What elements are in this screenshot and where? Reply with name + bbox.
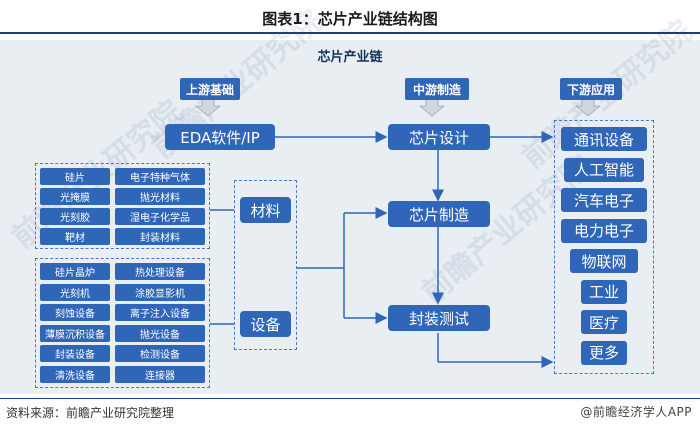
equipment-item: 光刻机 [40, 283, 110, 301]
tag-downstream: 下游应用 [560, 78, 622, 100]
material-item: 硅片 [40, 168, 110, 185]
equipment-item: 刻蚀设备 [40, 304, 110, 321]
materials-grid [35, 163, 210, 249]
node-materials: 材料 [240, 197, 291, 223]
node-equipment: 设备 [240, 311, 291, 337]
application-item: 工业 [581, 279, 627, 304]
material-item: 抛光材料 [115, 188, 205, 205]
tag-midstream: 中游制造 [405, 78, 469, 100]
tag-arrows [194, 97, 602, 117]
material-item: 湿电子化学品 [115, 208, 205, 225]
node-chip-design: 芯片设计 [388, 124, 490, 150]
material-item: 靶材 [40, 228, 110, 245]
equipment-item: 封装设备 [40, 345, 110, 362]
equipment-item: 清洗设备 [40, 365, 110, 383]
application-item: 医疗 [581, 310, 627, 334]
application-item: 通讯设备 [561, 127, 647, 151]
material-item: 电子特种气体 [115, 168, 205, 185]
top-rule [0, 32, 700, 34]
figure-title: 图表1：芯片产业链结构图 [262, 10, 438, 28]
equipment-item: 薄膜沉积设备 [40, 324, 110, 342]
node-eda: EDA软件/IP [165, 124, 275, 150]
footer-watermark: @前瞻经济学人APP [580, 405, 692, 419]
bottom-rule [0, 398, 700, 399]
equipment-item: 涂胶显影机 [115, 283, 205, 301]
material-item: 封装材料 [115, 228, 205, 245]
diagram-title: 芯片产业链 [317, 50, 383, 65]
equipment-grid [35, 258, 210, 388]
applications-box [554, 120, 654, 374]
application-item: 人工智能 [564, 157, 644, 182]
equipment-item: 抛光设备 [115, 324, 205, 342]
application-item: 更多 [581, 340, 627, 365]
application-item: 电力电子 [561, 218, 647, 243]
node-chip-manufacture: 芯片制造 [388, 201, 490, 227]
node-packaging-test: 封装测试 [388, 305, 490, 331]
material-item: 光刻胶 [40, 208, 110, 225]
equipment-item: 硅片晶炉 [40, 263, 110, 280]
application-item: 物联网 [570, 249, 638, 273]
tag-upstream: 上游基础 [180, 78, 240, 100]
materials-equipment-box [234, 180, 297, 350]
equipment-item: 热处理设备 [115, 263, 205, 280]
equipment-item: 连接器 [115, 365, 205, 383]
source-note: 资料来源：前瞻产业研究院整理 [6, 406, 175, 420]
application-item: 汽车电子 [561, 188, 647, 212]
equipment-item: 检测设备 [115, 345, 205, 362]
equipment-item: 离子注入设备 [115, 304, 205, 321]
material-item: 光掩膜 [40, 188, 110, 205]
